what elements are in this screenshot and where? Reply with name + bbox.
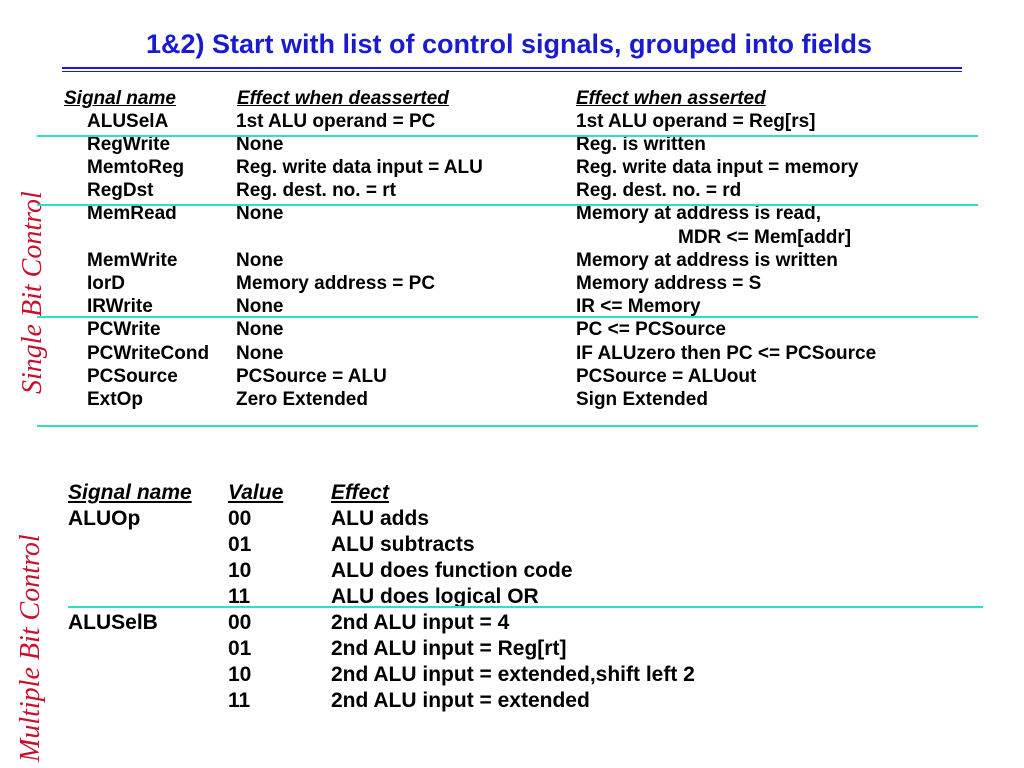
effect-asserted: 1st ALU operand = Reg[rs] (576, 111, 816, 132)
group-divider (68, 606, 983, 608)
signal-value: 01 (228, 533, 252, 556)
effect-asserted: Memory at address is written (576, 250, 838, 271)
header-signal-name: Signal name (68, 481, 192, 504)
table-row: IorD Memory address = PC Memory address … (0, 272, 1024, 295)
signal-value: 11 (228, 689, 251, 712)
table-row: ALUSelA 1st ALU operand = PC 1st ALU ope… (0, 110, 1024, 133)
table-row: MemWrite None Memory at address is writt… (0, 249, 1024, 272)
table-row: ExtOp Zero Extended Sign Extended (0, 388, 1024, 411)
effect-deasserted: None (236, 203, 284, 224)
effect-asserted: IR <= Memory (576, 296, 701, 317)
signal-effect: ALU does function code (331, 559, 573, 582)
table-row: 11 2nd ALU input = extended (0, 688, 1024, 714)
effect-asserted: Memory at address is read, (576, 203, 821, 224)
effect-deasserted: PCSource = ALU (236, 366, 387, 387)
table-row: MemRead None Memory at address is read, (0, 202, 1024, 225)
header-signal-name: Signal name (64, 88, 176, 109)
effect-asserted: MDR <= Mem[addr] (678, 227, 852, 248)
effect-deasserted: None (236, 250, 284, 271)
effect-asserted: Reg. is written (576, 134, 706, 155)
table-row: IRWrite None IR <= Memory (0, 295, 1024, 318)
signal-value: 01 (228, 637, 252, 660)
effect-asserted: Memory address = S (576, 273, 762, 294)
effect-deasserted: None (236, 319, 284, 340)
signal-effect: 2nd ALU input = extended,shift left 2 (331, 663, 695, 686)
group-divider (37, 204, 978, 206)
effect-asserted: Reg. dest. no. = rd (576, 180, 742, 201)
effect-asserted: Reg. write data input = memory (576, 157, 859, 178)
table-row: RegDst Reg. dest. no. = rt Reg. dest. no… (0, 179, 1024, 202)
signal-effect: 2nd ALU input = extended (331, 689, 590, 712)
group-divider (37, 316, 978, 318)
effect-asserted: Sign Extended (576, 389, 708, 410)
header-asserted: Effect when asserted (576, 88, 766, 109)
signal-name: ALUSelA (87, 111, 169, 132)
table-row: 10 2nd ALU input = extended,shift left 2 (0, 662, 1024, 688)
signal-name: RegWrite (87, 134, 171, 155)
table-row: 01 ALU subtracts (0, 532, 1024, 558)
table-row: PCWriteCond None IF ALUzero then PC <= P… (0, 342, 1024, 365)
group-divider (37, 135, 978, 137)
signal-name: MemtoReg (87, 157, 185, 178)
group-divider (37, 425, 978, 427)
signal-effect: 2nd ALU input = Reg[rt] (331, 637, 567, 660)
signal-effect: ALU adds (331, 507, 430, 530)
effect-deasserted: Zero Extended (236, 389, 368, 410)
header-effect: Effect (331, 481, 389, 504)
table-row: PCWrite None PC <= PCSource (0, 318, 1024, 341)
effect-deasserted: 1st ALU operand = PC (236, 111, 436, 132)
signal-value: 10 (228, 559, 252, 582)
effect-asserted: IF ALUzero then PC <= PCSource (576, 343, 877, 364)
title-underline-thin (62, 71, 962, 72)
signal-value: 11 (228, 585, 251, 608)
signal-name: IRWrite (87, 296, 153, 317)
effect-deasserted: None (236, 296, 284, 317)
table-row: 10 ALU does function code (0, 558, 1024, 584)
table-row: MDR <= Mem[addr] (0, 226, 1024, 249)
table-row: 01 2nd ALU input = Reg[rt] (0, 636, 1024, 662)
signal-effect: ALU subtracts (331, 533, 475, 556)
table-row: ALUOp 00 ALU adds (0, 506, 1024, 532)
signal-value: 10 (228, 663, 252, 686)
table-row: PCSource PCSource = ALU PCSource = ALUou… (0, 365, 1024, 388)
signal-name: IorD (87, 273, 125, 294)
effect-deasserted: Reg. dest. no. = rt (236, 180, 396, 201)
header-value: Value (228, 481, 284, 504)
signal-value: 00 (228, 507, 252, 530)
table-row: RegWrite None Reg. is written (0, 133, 1024, 156)
effect-deasserted: Reg. write data input = ALU (236, 157, 483, 178)
signal-name: ExtOp (87, 389, 143, 410)
signal-name: PCSource (87, 366, 178, 387)
signal-name: ALUSelB (68, 611, 158, 634)
single-table-header: Signal name Effect when deasserted Effec… (0, 87, 1024, 110)
signal-value: 00 (228, 611, 252, 634)
signal-name: ALUOp (68, 507, 141, 530)
header-deasserted: Effect when deasserted (237, 88, 449, 109)
signal-effect: ALU does logical OR (331, 585, 539, 608)
effect-asserted: PC <= PCSource (576, 319, 726, 340)
effect-deasserted: None (236, 134, 284, 155)
title-underline (62, 67, 962, 69)
table-row: 11 ALU does logical OR (0, 584, 1024, 610)
slide-title: 1&2) Start with list of control signals,… (145, 29, 873, 59)
signal-name: MemWrite (87, 250, 178, 271)
signal-effect: 2nd ALU input = 4 (331, 611, 510, 634)
table-row: MemtoReg Reg. write data input = ALU Reg… (0, 156, 1024, 179)
signal-name: PCWrite (87, 319, 161, 340)
signal-name: RegDst (87, 180, 154, 201)
effect-asserted: PCSource = ALUout (576, 366, 757, 387)
signal-name: MemRead (87, 203, 177, 224)
table-row: ALUSelB 00 2nd ALU input = 4 (0, 610, 1024, 636)
effect-deasserted: Memory address = PC (236, 273, 436, 294)
multi-table-header: Signal name Value Effect (0, 480, 1024, 506)
effect-deasserted: None (236, 343, 284, 364)
signal-name: PCWriteCond (87, 343, 210, 364)
